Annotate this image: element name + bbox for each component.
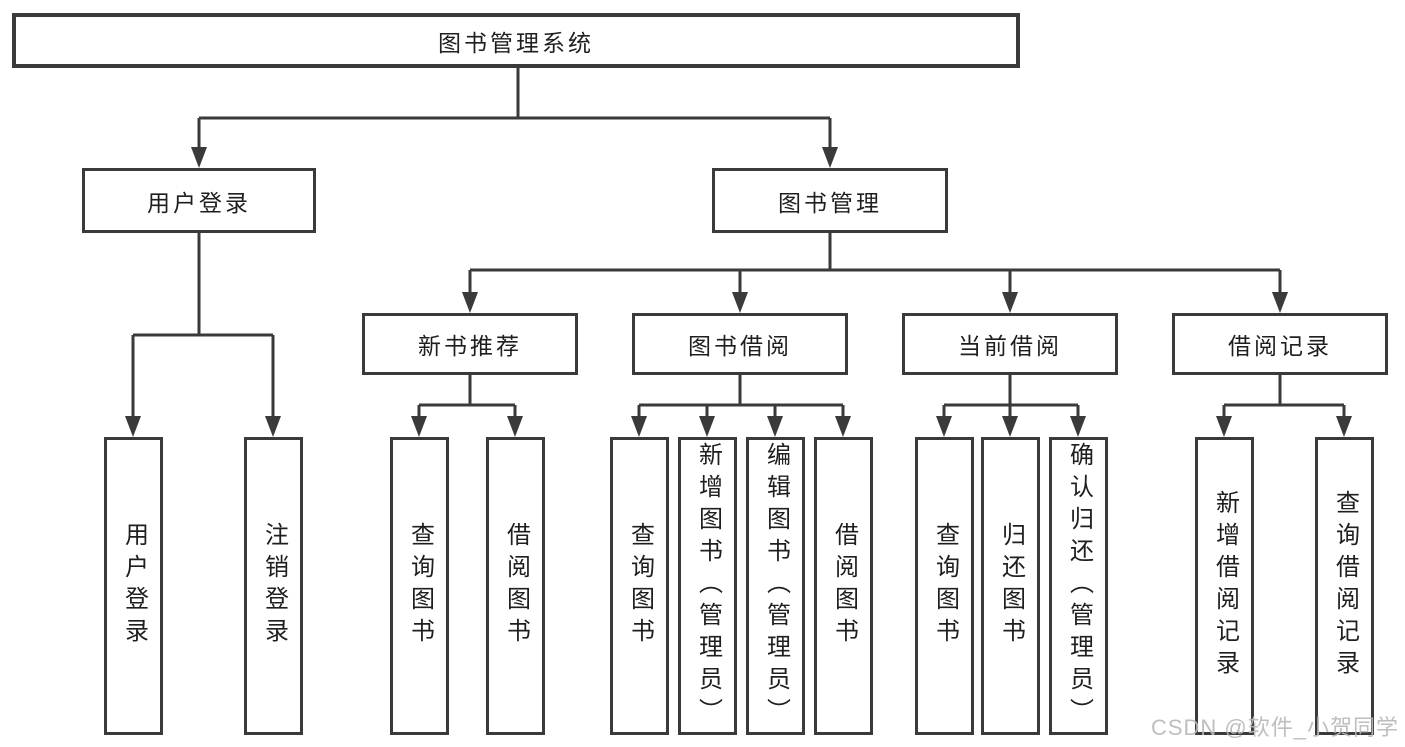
node-new-book-recommend: 新书推荐 [362, 313, 578, 375]
leaf-borrow-book-recommend: 借阅图书 [486, 437, 545, 735]
leaf-edit-book-admin: 编辑图书（管理员） [746, 437, 805, 735]
arrowheads [125, 147, 1352, 437]
leaf-query-book-current: 查询图书 [915, 437, 974, 735]
leaf-user-login: 用户登录 [104, 437, 163, 735]
leaf-query-book-recommend: 查询图书 [390, 437, 449, 735]
node-book-borrowing: 图书借阅 [632, 313, 848, 375]
node-user-login-branch: 用户登录 [82, 168, 316, 233]
leaf-borrow-book-borrowing: 借阅图书 [814, 437, 873, 735]
leaf-query-borrow-record: 查询借阅记录 [1315, 437, 1374, 735]
node-book-management: 图书管理 [712, 168, 948, 233]
csdn-watermark: CSDN @软件_小贺同学 [1150, 715, 1399, 740]
node-borrowing-records: 借阅记录 [1172, 313, 1388, 375]
leaf-add-borrow-record: 新增借阅记录 [1195, 437, 1254, 735]
node-current-borrowing: 当前借阅 [902, 313, 1118, 375]
leaf-query-book-borrowing: 查询图书 [610, 437, 669, 735]
node-root-system: 图书管理系统 [12, 13, 1020, 68]
leaf-return-book: 归还图书 [981, 437, 1040, 735]
leaf-confirm-return-admin: 确认归还（管理员） [1049, 437, 1108, 735]
leaf-add-book-admin: 新增图书（管理员） [678, 437, 737, 735]
leaf-logout: 注销登录 [244, 437, 303, 735]
